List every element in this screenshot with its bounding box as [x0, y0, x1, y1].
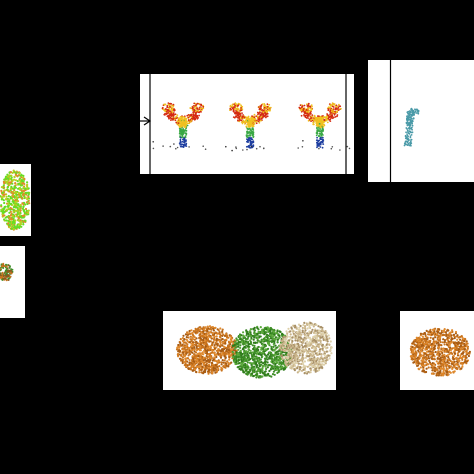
terrain-point-cloud: [0, 169, 31, 231]
stem-point-cloud: [403, 107, 420, 147]
height-colored-tree-point-clouds: [152, 102, 351, 152]
single-stem-panel: [368, 60, 474, 182]
segmented-crowns-point-cloud: [175, 321, 333, 379]
terrain-panel: [0, 164, 31, 236]
single-crown-point-cloud: [409, 327, 471, 377]
arrow-right-icon: [140, 116, 152, 126]
tree-thumbnail-panel: [0, 246, 25, 318]
height-colored-trees-panel: [140, 74, 354, 174]
crown-segmentation-panel: [163, 311, 336, 390]
single-crown-panel: [400, 311, 474, 390]
tree-thumbnail-point-cloud: [0, 262, 14, 282]
